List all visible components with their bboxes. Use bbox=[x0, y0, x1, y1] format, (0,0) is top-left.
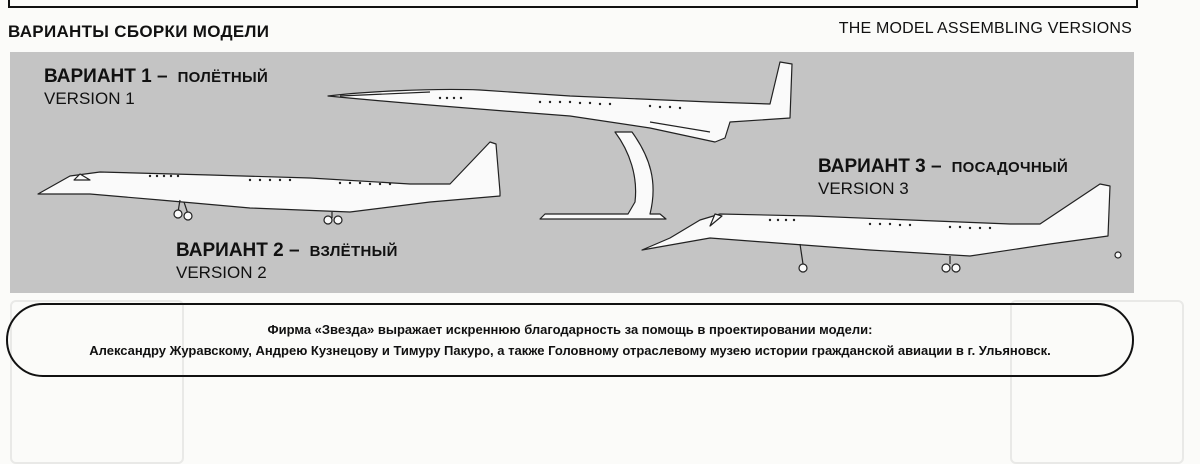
version-3-mode: ПОСАДОЧНЫЙ bbox=[951, 159, 1069, 176]
version-2-title-en: VERSION 2 bbox=[176, 262, 267, 282]
version-1-title-en: VERSION 1 bbox=[44, 88, 135, 108]
version-3-label: ВАРИАНТ 3 – ПОСАДОЧНЫЙ VERSION 3 bbox=[818, 156, 1068, 199]
aircraft-version-3 bbox=[641, 183, 1111, 257]
aircraft-illustrations bbox=[37, 61, 1122, 273]
version-2-mode: ВЗЛЁТНЫЙ bbox=[309, 243, 398, 260]
credits-line-1: Фирма «Звезда» выражает искреннюю благод… bbox=[267, 322, 873, 337]
versions-panel: ВАРИАНТ 1 – ПОЛЁТНЫЙ VERSION 1 ВАРИАНТ 2 … bbox=[10, 52, 1134, 293]
version-1-label: ВАРИАНТ 1 – ПОЛЁТНЫЙ VERSION 1 bbox=[44, 66, 268, 109]
section-title-en: THE MODEL ASSEMBLING VERSIONS bbox=[838, 20, 1132, 37]
version-3-title: ВАРИАНТ 3 – bbox=[818, 156, 942, 177]
credits-box: Фирма «Звезда» выражает искреннюю благод… bbox=[6, 303, 1134, 377]
version-2-title: ВАРИАНТ 2 – bbox=[176, 240, 300, 261]
faint-background-part bbox=[10, 300, 184, 464]
credits-line-2: Александру Журавскому, Андрею Кузнецову … bbox=[89, 343, 1051, 358]
aircraft-version-2 bbox=[37, 141, 501, 213]
version-1-mode: ПОЛЁТНЫЙ bbox=[177, 69, 269, 86]
section-title-ru: ВАРИАНТЫ СБОРКИ МОДЕЛИ bbox=[8, 22, 270, 41]
version-3-title-en: VERSION 3 bbox=[818, 178, 909, 198]
version-1-title: ВАРИАНТ 1 – bbox=[44, 66, 168, 87]
faint-background-part bbox=[1010, 300, 1184, 464]
version-2-label: ВАРИАНТ 2 – ВЗЛЁТНЫЙ VERSION 2 bbox=[176, 240, 398, 283]
display-stand bbox=[539, 131, 667, 220]
top-border-frame bbox=[8, 0, 1138, 8]
